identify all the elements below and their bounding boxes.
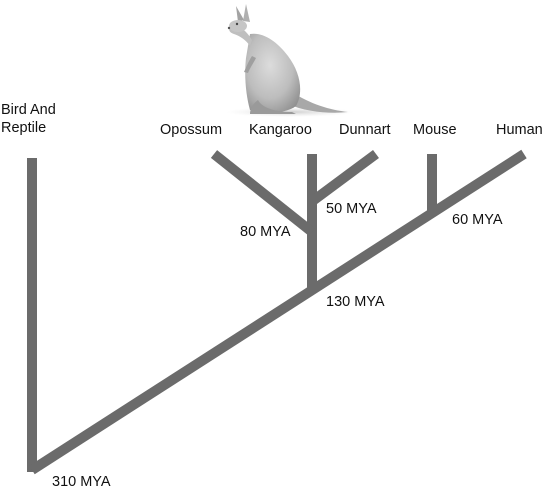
label-bird-and-reptile: Bird And Reptile xyxy=(1,102,56,136)
label-mouse: Mouse xyxy=(413,122,457,138)
label-kangaroo: Kangaroo xyxy=(249,122,312,138)
branch-dunnart xyxy=(311,149,379,205)
label-human: Human xyxy=(496,122,543,138)
label-dunnart: Dunnart xyxy=(339,122,391,138)
branch-root-to-human xyxy=(29,149,527,475)
label-time-opossum-split: 80 MYA xyxy=(240,224,291,240)
kangaroo-image xyxy=(226,4,354,117)
label-time-marsupial-placental: 130 MYA xyxy=(326,294,385,310)
label-time-kangaroo-dunnart: 50 MYA xyxy=(326,201,377,217)
tree-branches xyxy=(27,149,527,475)
branch-opossum xyxy=(210,150,316,236)
label-opossum: Opossum xyxy=(160,122,223,138)
label-time-root: 310 MYA xyxy=(52,474,111,490)
label-time-mouse-human: 60 MYA xyxy=(452,212,503,228)
